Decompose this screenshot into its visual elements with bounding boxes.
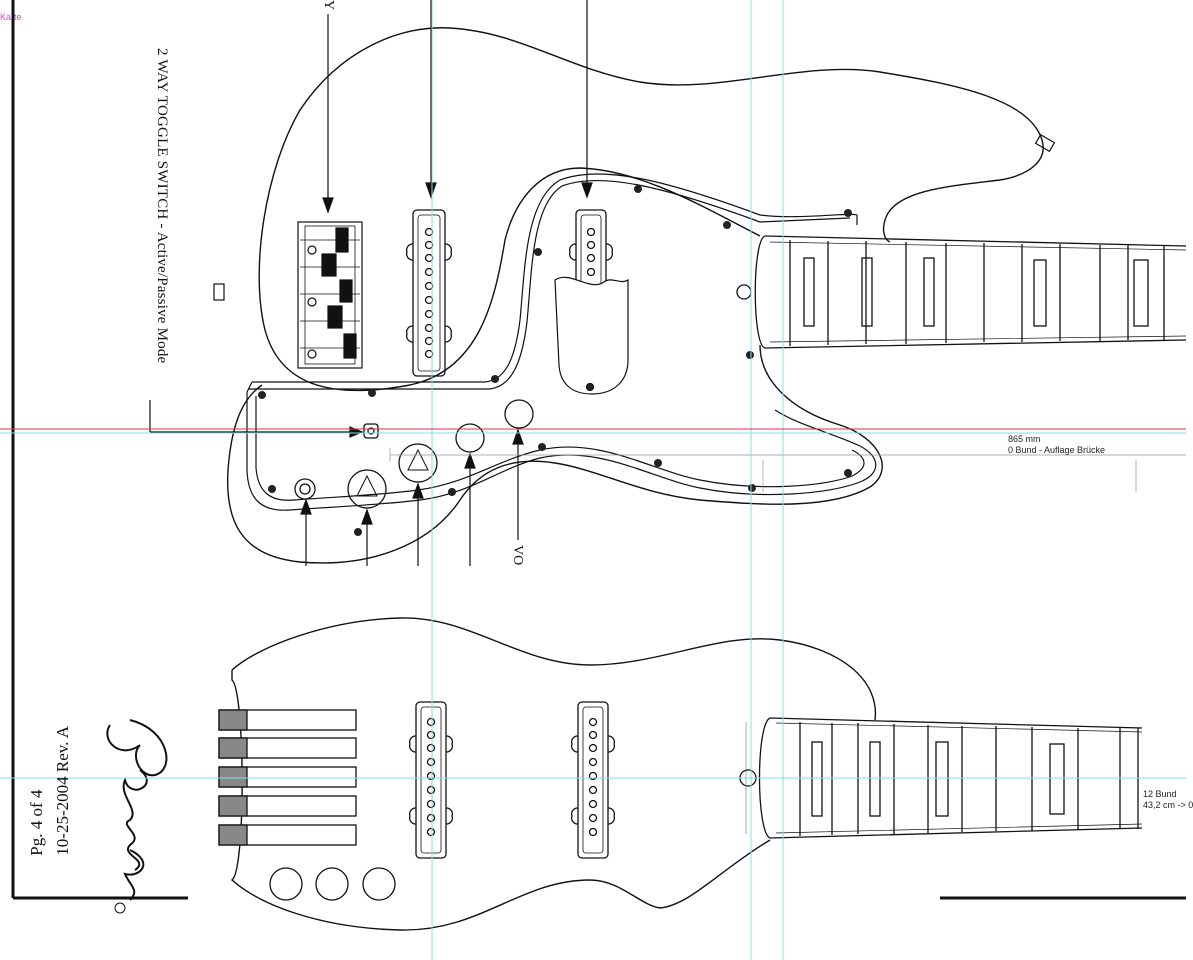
bridge-saddles-side <box>218 709 357 846</box>
fret12-annotation: 12 Bund 43,2 cm -> 0 <box>1143 789 1193 811</box>
title-block: Pg. 4 of 4 10-25-2004 Rev. A <box>24 726 76 856</box>
neck-pickup-side <box>571 701 615 859</box>
fret12-label: 12 Bund <box>1143 789 1177 799</box>
fender-logo <box>106 719 168 914</box>
top-callout-fragment: Y <box>321 0 336 11</box>
neck-front <box>736 235 1187 349</box>
fret12-distance: 43,2 cm -> 0 <box>1143 800 1193 810</box>
pickguard-screws <box>258 185 852 536</box>
bridge-pickup-front <box>406 209 452 377</box>
toggle-switch-label: 2 WAY TOGGLE SWITCH - Active/Passive Mod… <box>154 48 170 364</box>
centerline <box>0 428 1186 434</box>
control-holes-side <box>269 867 396 901</box>
scale-length-desc: 0 Bund - Auflage Brücke <box>1008 445 1106 455</box>
control-knobs <box>294 399 534 509</box>
page-number: Pg. 4 of 4 <box>27 789 46 856</box>
scale-length-value: 865 mm <box>1008 434 1041 444</box>
body-outline-front <box>226 27 1044 564</box>
strap-button <box>213 133 1056 301</box>
revision-date: 10-25-2004 Rev. A <box>53 726 72 856</box>
bridge <box>297 221 363 369</box>
layer-tag: Karte <box>0 12 22 22</box>
scale-dimension <box>389 448 1186 492</box>
thumb-rest <box>554 276 629 395</box>
leader-lines <box>149 0 593 566</box>
bridge-pickup-side <box>409 701 453 859</box>
drawing-frame <box>11 0 1186 900</box>
scale-length-annotation: 865 mm 0 Bund - Auflage Brücke <box>1008 434 1105 456</box>
volume-label: VO <box>510 545 525 566</box>
